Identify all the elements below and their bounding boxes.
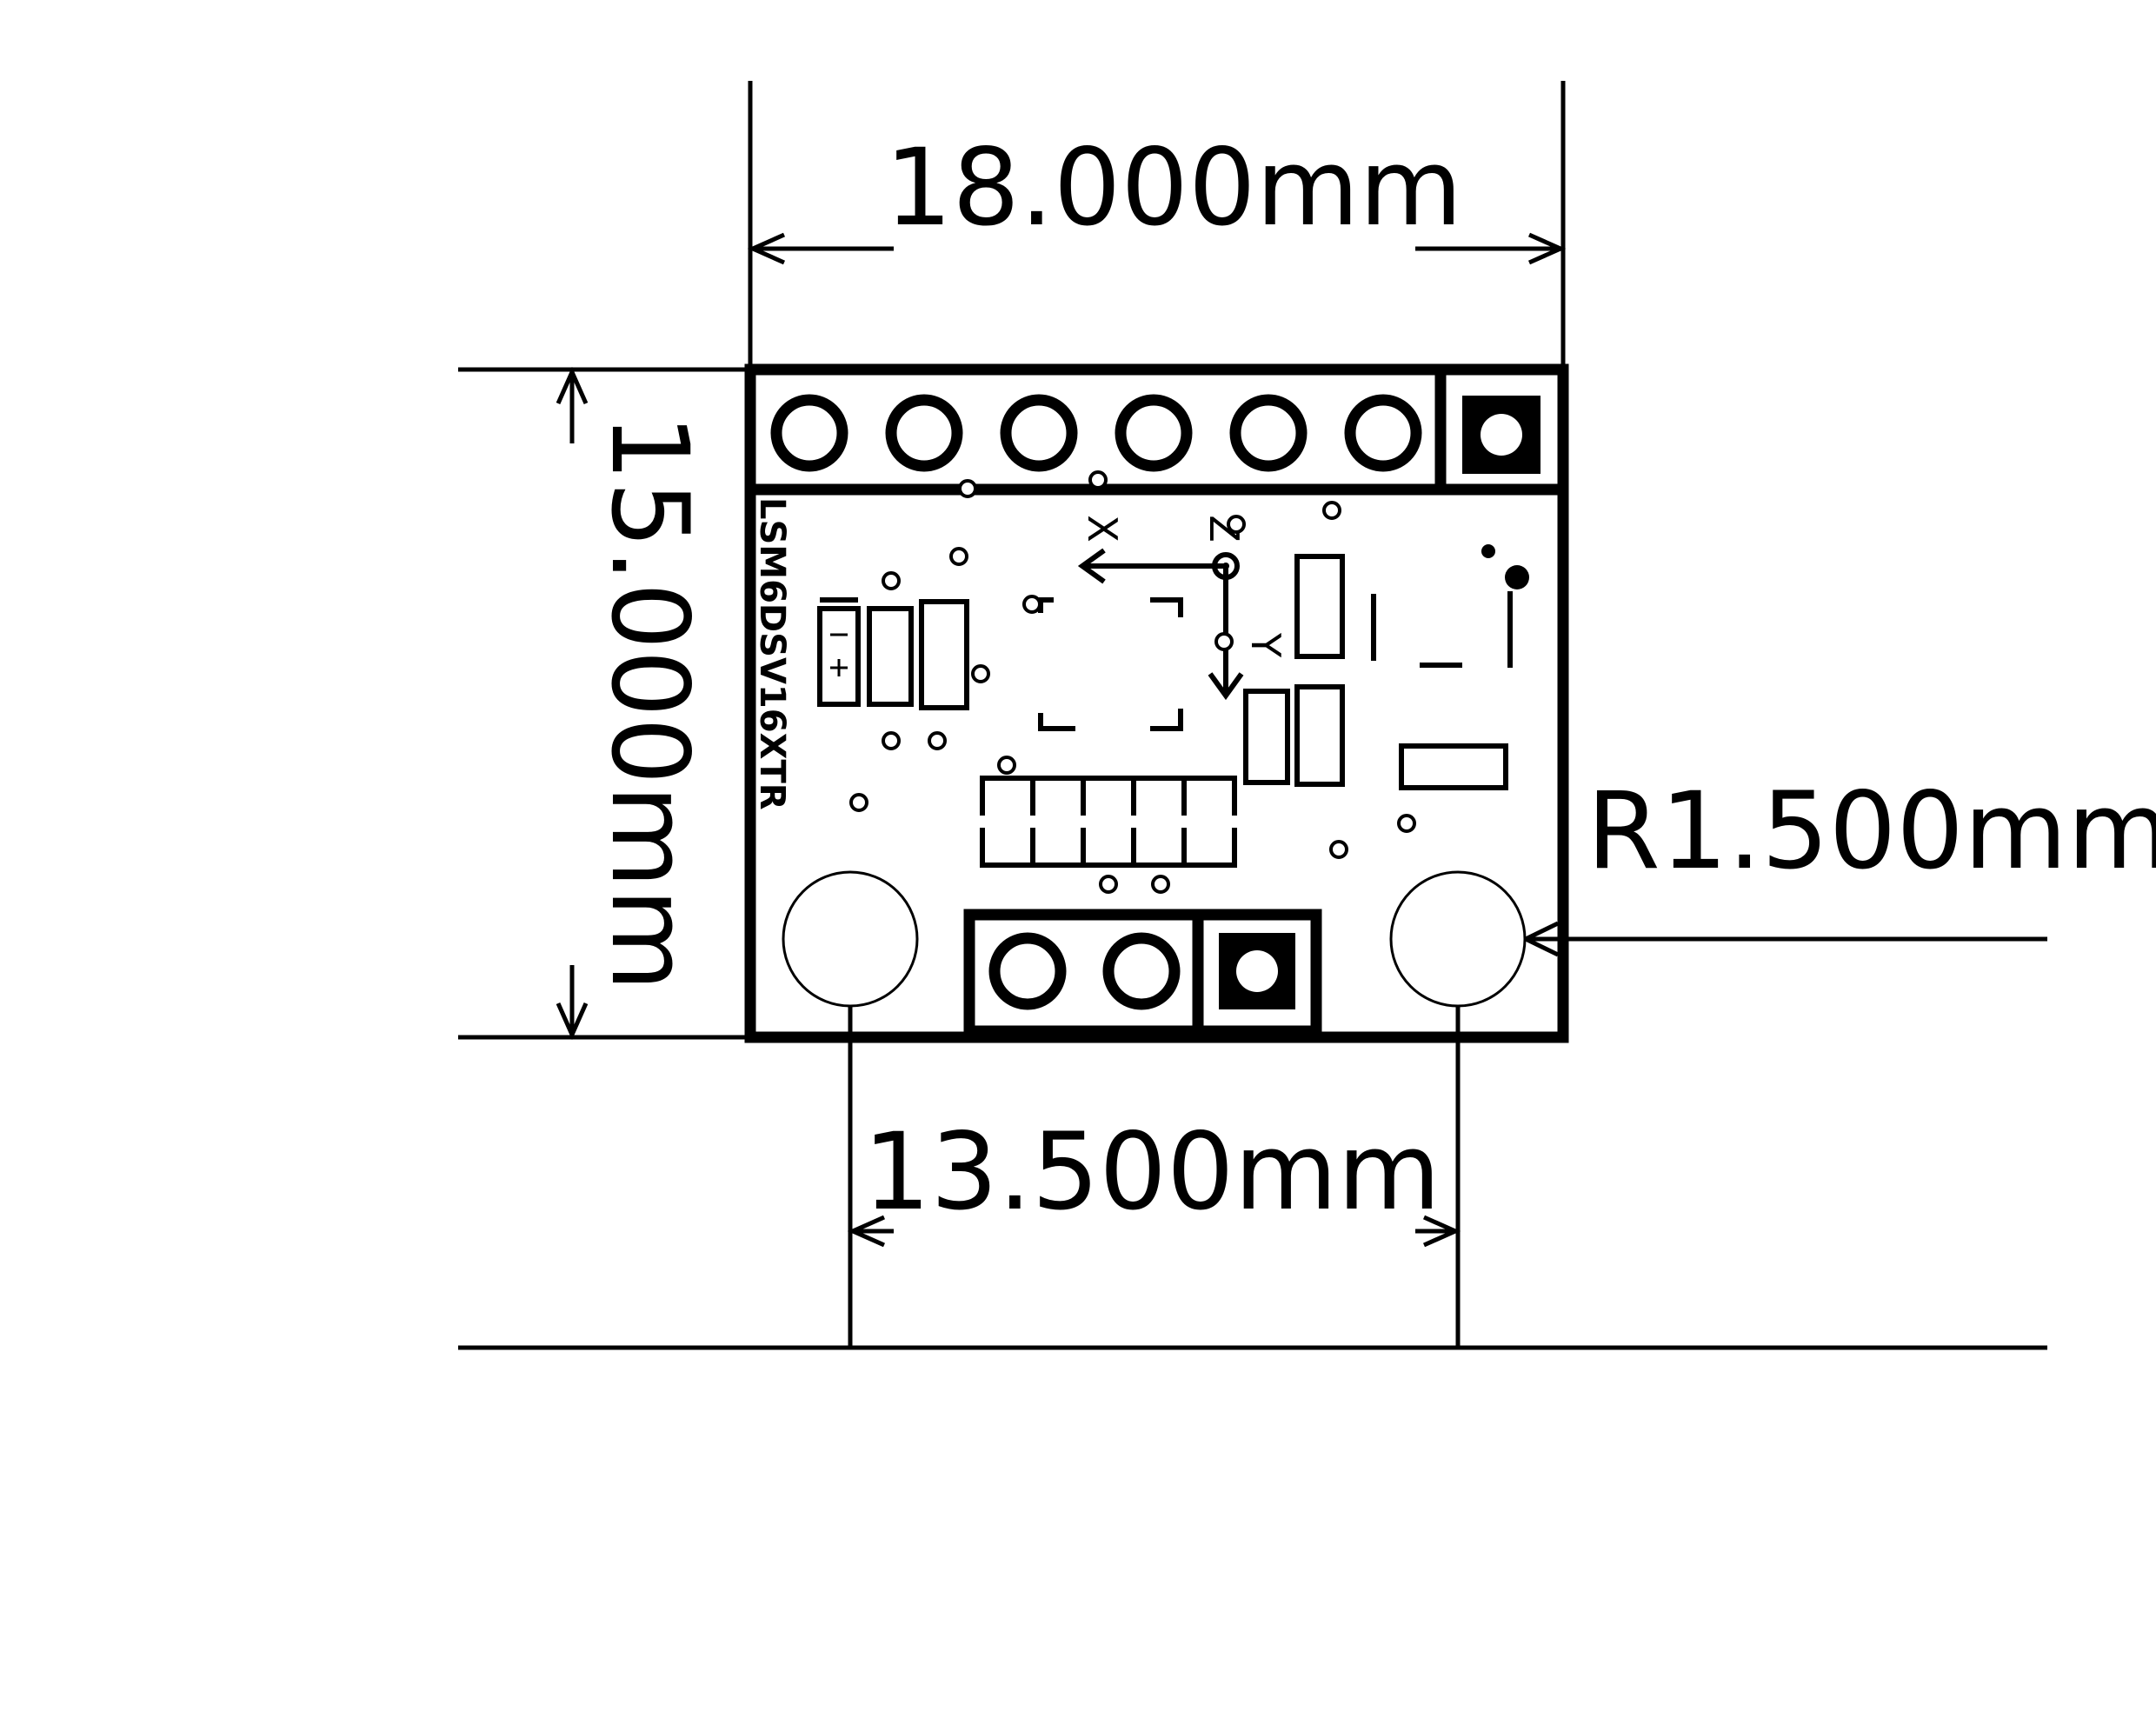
hole-spacing-dimension: 13.500mm [847,1110,1461,1248]
extension-lines [458,81,2047,1350]
height-dimension: 15.000mm [556,366,711,1041]
header-pin [885,394,963,472]
header-pin [1344,394,1422,472]
resistor-outline [919,599,969,710]
header-pin [770,394,848,472]
hole-radius-dimension: R1.500mm [1521,769,2156,957]
width-dimension: 18.000mm [747,126,1567,265]
part-label: LSM6DSV16XTR [752,497,792,810]
resistor-outline [1243,689,1290,785]
header-pin [1115,394,1193,472]
height-label: 15.000mm [588,414,711,992]
header-pin [1229,394,1308,472]
resistor-outline [867,606,914,707]
resistor-outline [1294,684,1345,787]
silkscreen-components [817,544,1529,868]
width-label: 18.000mm [885,126,1463,250]
resistor-outline [1294,554,1345,659]
mounting-hole-right [1389,870,1527,1008]
header-pin [1102,932,1181,1010]
vias [849,470,1416,894]
capacitor-outline [1399,743,1508,790]
top-header [744,363,1569,496]
header-pin [1000,394,1078,472]
axis-x-label: X [1079,515,1126,543]
header-pin [988,932,1067,1010]
axis-y-label: Y [1242,632,1289,658]
axis-indicator: X Z Y [1077,515,1289,701]
hole-radius-label: R1.500mm [1587,769,2156,893]
capacitor-outline [817,606,861,707]
bottom-header [963,909,1322,1037]
mounting-hole-left [782,870,919,1008]
hole-spacing-label: 13.500mm [863,1110,1441,1234]
